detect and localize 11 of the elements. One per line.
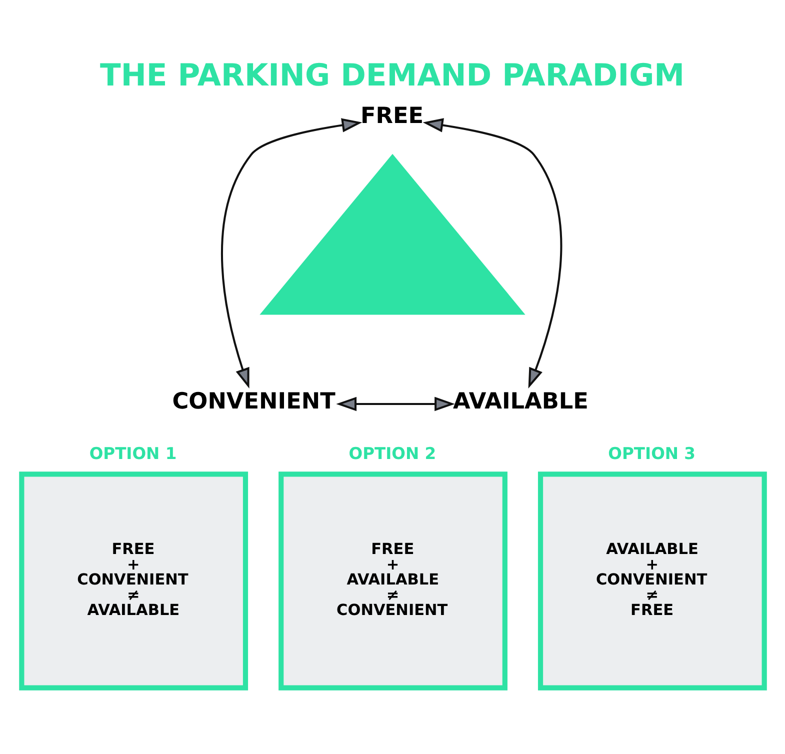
arrow xyxy=(422,118,562,388)
node-text: CONVENIENT xyxy=(172,388,336,415)
node-label: OPTION 3 xyxy=(608,444,696,464)
node-label: OPTION 2 xyxy=(348,444,436,464)
node-text: FREE xyxy=(360,102,424,129)
node-triangle xyxy=(260,154,526,315)
arrow xyxy=(336,396,455,412)
node-text: AVAILABLE xyxy=(453,388,588,415)
arrow xyxy=(221,118,362,389)
node-label: OPTION 1 xyxy=(89,444,177,464)
diagram-title: THE PARKING DEMAND PARADIGM xyxy=(100,58,684,94)
